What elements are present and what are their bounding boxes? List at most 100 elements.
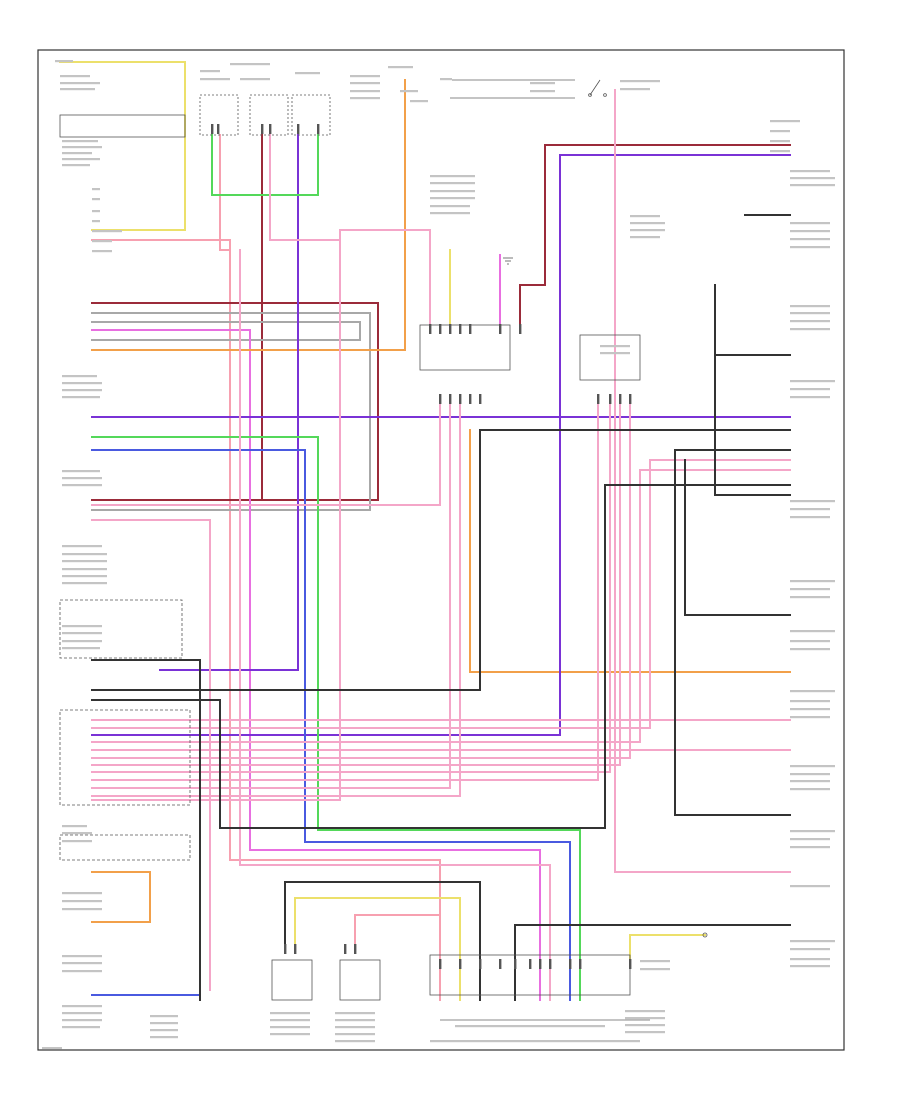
label-mark bbox=[60, 82, 100, 85]
label-mark bbox=[790, 580, 835, 583]
label-mark bbox=[62, 1012, 102, 1015]
label-mark bbox=[62, 840, 92, 843]
label-mark bbox=[150, 1036, 178, 1039]
label-mark bbox=[350, 75, 380, 78]
connector-pin bbox=[514, 959, 517, 969]
wire-pink-17 bbox=[239, 249, 551, 1001]
wire-yellow-top bbox=[59, 61, 186, 231]
wire-pink-2 bbox=[91, 519, 211, 991]
label-mark bbox=[350, 90, 380, 93]
label-mark bbox=[150, 1022, 178, 1025]
connector-pin bbox=[459, 394, 462, 404]
label-mark bbox=[790, 170, 830, 173]
label-mark bbox=[150, 1029, 178, 1032]
label-mark bbox=[625, 1010, 665, 1013]
label-mark bbox=[62, 158, 100, 161]
label-mark bbox=[790, 846, 830, 849]
label-mark bbox=[92, 210, 100, 213]
label-mark bbox=[770, 120, 800, 123]
label-mark bbox=[600, 345, 630, 348]
label-mark bbox=[92, 230, 122, 233]
label-mark bbox=[62, 389, 102, 392]
wire-black-2 bbox=[91, 429, 791, 691]
label-mark bbox=[770, 130, 790, 133]
connector-pin bbox=[211, 124, 214, 134]
label-mark bbox=[270, 1033, 310, 1036]
module-box-left-3 bbox=[59, 709, 191, 806]
label-mark bbox=[62, 970, 102, 973]
wire-black-7 bbox=[714, 284, 791, 496]
connector-pin bbox=[449, 324, 452, 334]
label-mark bbox=[790, 380, 835, 383]
label-mark bbox=[790, 948, 830, 951]
label-mark bbox=[790, 516, 830, 519]
wire-pink-11 bbox=[91, 404, 451, 789]
label-mark bbox=[790, 700, 830, 703]
label-mark bbox=[790, 184, 835, 187]
label-mark bbox=[350, 82, 380, 85]
label-mark bbox=[430, 175, 475, 178]
label-mark bbox=[790, 630, 835, 633]
label-mark bbox=[62, 908, 102, 911]
label-mark bbox=[62, 900, 102, 903]
label-mark bbox=[630, 215, 660, 218]
wire-gray-1 bbox=[91, 312, 371, 511]
label-mark bbox=[790, 328, 830, 331]
wire-purple-2 bbox=[159, 129, 299, 671]
label-mark bbox=[455, 1025, 605, 1028]
label-mark bbox=[640, 960, 670, 963]
label-mark bbox=[530, 82, 555, 85]
label-mark bbox=[92, 220, 100, 223]
connector-pin bbox=[317, 124, 320, 134]
wire-black-1 bbox=[91, 659, 201, 1001]
label-mark bbox=[790, 716, 830, 719]
wire-pink-12 bbox=[91, 404, 461, 797]
label-mark bbox=[335, 1026, 375, 1029]
wire-layer bbox=[59, 61, 791, 1001]
connector-pin bbox=[579, 959, 582, 969]
label-mark bbox=[62, 640, 102, 643]
label-mark bbox=[410, 100, 428, 103]
label-mark bbox=[62, 382, 102, 385]
connector-pin bbox=[439, 959, 442, 969]
wire-red-3 bbox=[354, 914, 441, 961]
label-mark bbox=[790, 508, 830, 511]
module-box-left-top bbox=[59, 114, 186, 138]
connector-pin bbox=[629, 394, 632, 404]
wire-darkred-1 bbox=[91, 302, 379, 501]
label-mark bbox=[270, 1012, 310, 1015]
wire-yellow-2 bbox=[294, 897, 461, 1001]
connector-pin bbox=[261, 124, 264, 134]
wire-green-1 bbox=[91, 436, 581, 1001]
label-mark bbox=[790, 765, 835, 768]
label-mark bbox=[620, 80, 660, 83]
wire-blue-1 bbox=[91, 449, 571, 1001]
label-mark bbox=[625, 1017, 665, 1020]
label-mark bbox=[270, 1019, 310, 1022]
connector-pin bbox=[459, 324, 462, 334]
module-box-left-2 bbox=[59, 599, 183, 659]
label-mark bbox=[790, 230, 830, 233]
label-mark bbox=[335, 1019, 375, 1022]
label-mark bbox=[790, 958, 830, 961]
connector-symbol bbox=[702, 932, 708, 938]
label-mark bbox=[62, 553, 107, 556]
label-mark bbox=[640, 968, 670, 971]
label-mark bbox=[430, 182, 475, 185]
label-mark bbox=[62, 962, 102, 965]
wire-black-9 bbox=[514, 924, 791, 1001]
label-mark bbox=[790, 177, 835, 180]
module-box-bottom-1 bbox=[271, 959, 313, 1001]
label-mark bbox=[240, 78, 270, 81]
module-box-left-4 bbox=[59, 834, 191, 861]
label-mark bbox=[790, 222, 830, 225]
label-mark bbox=[62, 1005, 102, 1008]
wire-black-3 bbox=[91, 484, 791, 829]
connector-pin bbox=[499, 324, 502, 334]
label-mark bbox=[430, 205, 470, 208]
connector-pin-layer bbox=[211, 124, 632, 969]
wire-pink-13 bbox=[91, 229, 341, 801]
connector-pin bbox=[344, 944, 347, 954]
label-mark bbox=[790, 305, 830, 308]
